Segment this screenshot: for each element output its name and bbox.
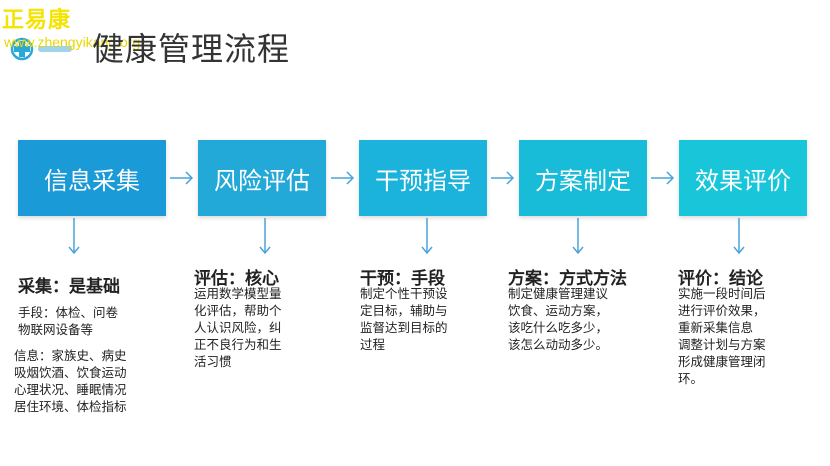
- column-title-plan: 方案：方式方法: [508, 269, 627, 289]
- column-text-evaluation: 实施一段时间后 进行评价效果， 重新采集信息 调整计划与方案 形成健康管理闭 环…: [678, 286, 766, 386]
- column-title-collection: 采集：是基础: [18, 277, 120, 297]
- arrow-down-icon: [733, 218, 745, 255]
- step-box-plan: 方案制定: [519, 140, 647, 216]
- step-box-risk-assessment: 风险评估: [198, 140, 326, 216]
- column-text-plan: 制定健康管理建议 饮食、运动方案， 该吃什么吃多少， 该怎么动动多少。: [508, 286, 609, 352]
- page-title: 健康管理流程: [92, 30, 291, 68]
- step-label: 干预指导: [375, 166, 471, 195]
- arrow-down-icon: [421, 218, 433, 255]
- step-box-intervention: 干预指导: [359, 140, 487, 216]
- arrow-right-icon: [331, 171, 355, 185]
- watermark-url: www.zhengyikang.org: [4, 34, 141, 50]
- step-box-info-collection: 信息采集: [18, 140, 166, 216]
- column-title-evaluation: 评价：结论: [678, 269, 763, 289]
- column-text-assessment: 运用数学模型量 化评估，帮助个 人认识风险，纠 正不良行为和生 活习惯: [194, 286, 282, 369]
- arrow-right-icon: [170, 171, 194, 185]
- arrow-down-icon: [259, 218, 271, 255]
- step-label: 方案制定: [535, 166, 631, 195]
- arrow-down-icon: [68, 218, 80, 255]
- step-label: 信息采集: [44, 166, 140, 195]
- company-logo: [10, 37, 72, 61]
- column-text-collection-methods: 手段：体检、问卷 物联网设备等: [18, 305, 119, 337]
- arrow-right-icon: [491, 171, 515, 185]
- column-text-collection-info: 信息：家族史、病史 吸烟饮酒、饮食运动 心理状况、睡眠情况 居住环境、体检指标: [14, 348, 127, 414]
- column-title-intervention: 干预：手段: [360, 269, 445, 289]
- watermark-brand: 正易康: [2, 8, 72, 33]
- column-text-intervention: 制定个性干预设 定目标，辅助与 监督达到目标的 过程: [360, 286, 448, 352]
- step-label: 风险评估: [214, 166, 310, 195]
- column-title-assessment: 评估：核心: [194, 269, 279, 289]
- arrow-down-icon: [572, 218, 584, 255]
- step-box-evaluation: 效果评价: [679, 140, 807, 216]
- arrow-right-icon: [651, 171, 675, 185]
- step-label: 效果评价: [695, 166, 791, 195]
